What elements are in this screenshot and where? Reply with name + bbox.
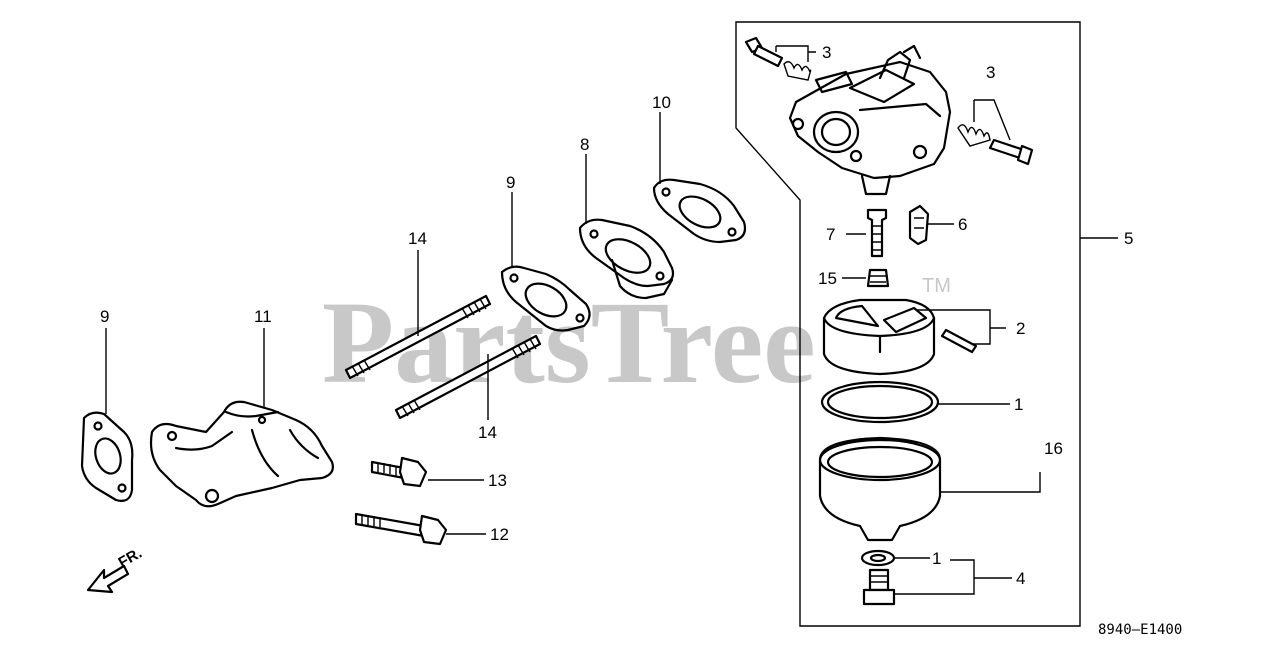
screw-spring-3-right[interactable] <box>957 124 1034 166</box>
callout-labels: 9 11 14 14 9 8 10 13 12 3 3 6 7 15 2 1 1… <box>100 43 1133 588</box>
bowl-gasket-1[interactable] <box>820 380 940 424</box>
screw-spring-3-left[interactable] <box>744 36 812 81</box>
callout-8: 8 <box>580 135 589 154</box>
callout-12: 12 <box>490 525 509 544</box>
callout-7: 7 <box>826 225 835 244</box>
callout-11: 11 <box>254 307 272 326</box>
callout-14-upper: 14 <box>408 229 427 248</box>
callout-16: 16 <box>1044 439 1063 458</box>
float-valve-6[interactable] <box>908 204 930 246</box>
washer-1[interactable] <box>860 549 896 567</box>
callout-4: 4 <box>1016 569 1025 588</box>
callout-6: 6 <box>958 215 967 234</box>
insulator-8[interactable] <box>578 218 675 300</box>
main-jet-15[interactable] <box>866 268 890 288</box>
watermark-trademark: TM <box>922 275 951 297</box>
carburetor-assembly-boundary <box>735 21 1081 627</box>
gasket-9-middle[interactable] <box>500 265 591 332</box>
gasket-10[interactable] <box>652 178 747 244</box>
callout-3-left: 3 <box>822 43 831 62</box>
front-direction-indicator: FR. <box>86 545 145 594</box>
callout-2: 2 <box>1016 319 1025 338</box>
callout-1-bowl-gasket: 1 <box>1014 395 1023 414</box>
carburetor-body[interactable] <box>788 44 952 196</box>
float-2[interactable] <box>822 298 936 376</box>
main-nozzle-7[interactable] <box>866 208 888 258</box>
callout-9-left: 9 <box>100 307 109 326</box>
bolt-13[interactable] <box>370 456 428 488</box>
stud-14-upper[interactable] <box>344 294 492 380</box>
callout-3-right: 3 <box>986 63 995 82</box>
drawing-code: 8940—E1400 <box>1098 622 1182 638</box>
callout-13: 13 <box>488 471 507 490</box>
callout-9-mid: 9 <box>506 173 515 192</box>
leader-lines <box>105 45 1118 595</box>
gasket-9-left[interactable] <box>80 411 134 502</box>
front-arrow-icon <box>86 564 130 594</box>
stud-14-lower[interactable] <box>394 334 542 420</box>
intake-manifold-11[interactable] <box>149 400 334 508</box>
float-bowl-16[interactable] <box>818 436 942 542</box>
callout-14-lower: 14 <box>478 423 497 442</box>
callout-1-washer: 1 <box>932 549 941 568</box>
float-pin-2[interactable] <box>940 328 978 354</box>
callout-10: 10 <box>652 93 671 112</box>
callout-15: 15 <box>818 269 837 288</box>
bolt-12[interactable] <box>354 512 448 546</box>
callout-5: 5 <box>1124 229 1133 248</box>
drain-bolt-4[interactable] <box>862 568 896 606</box>
